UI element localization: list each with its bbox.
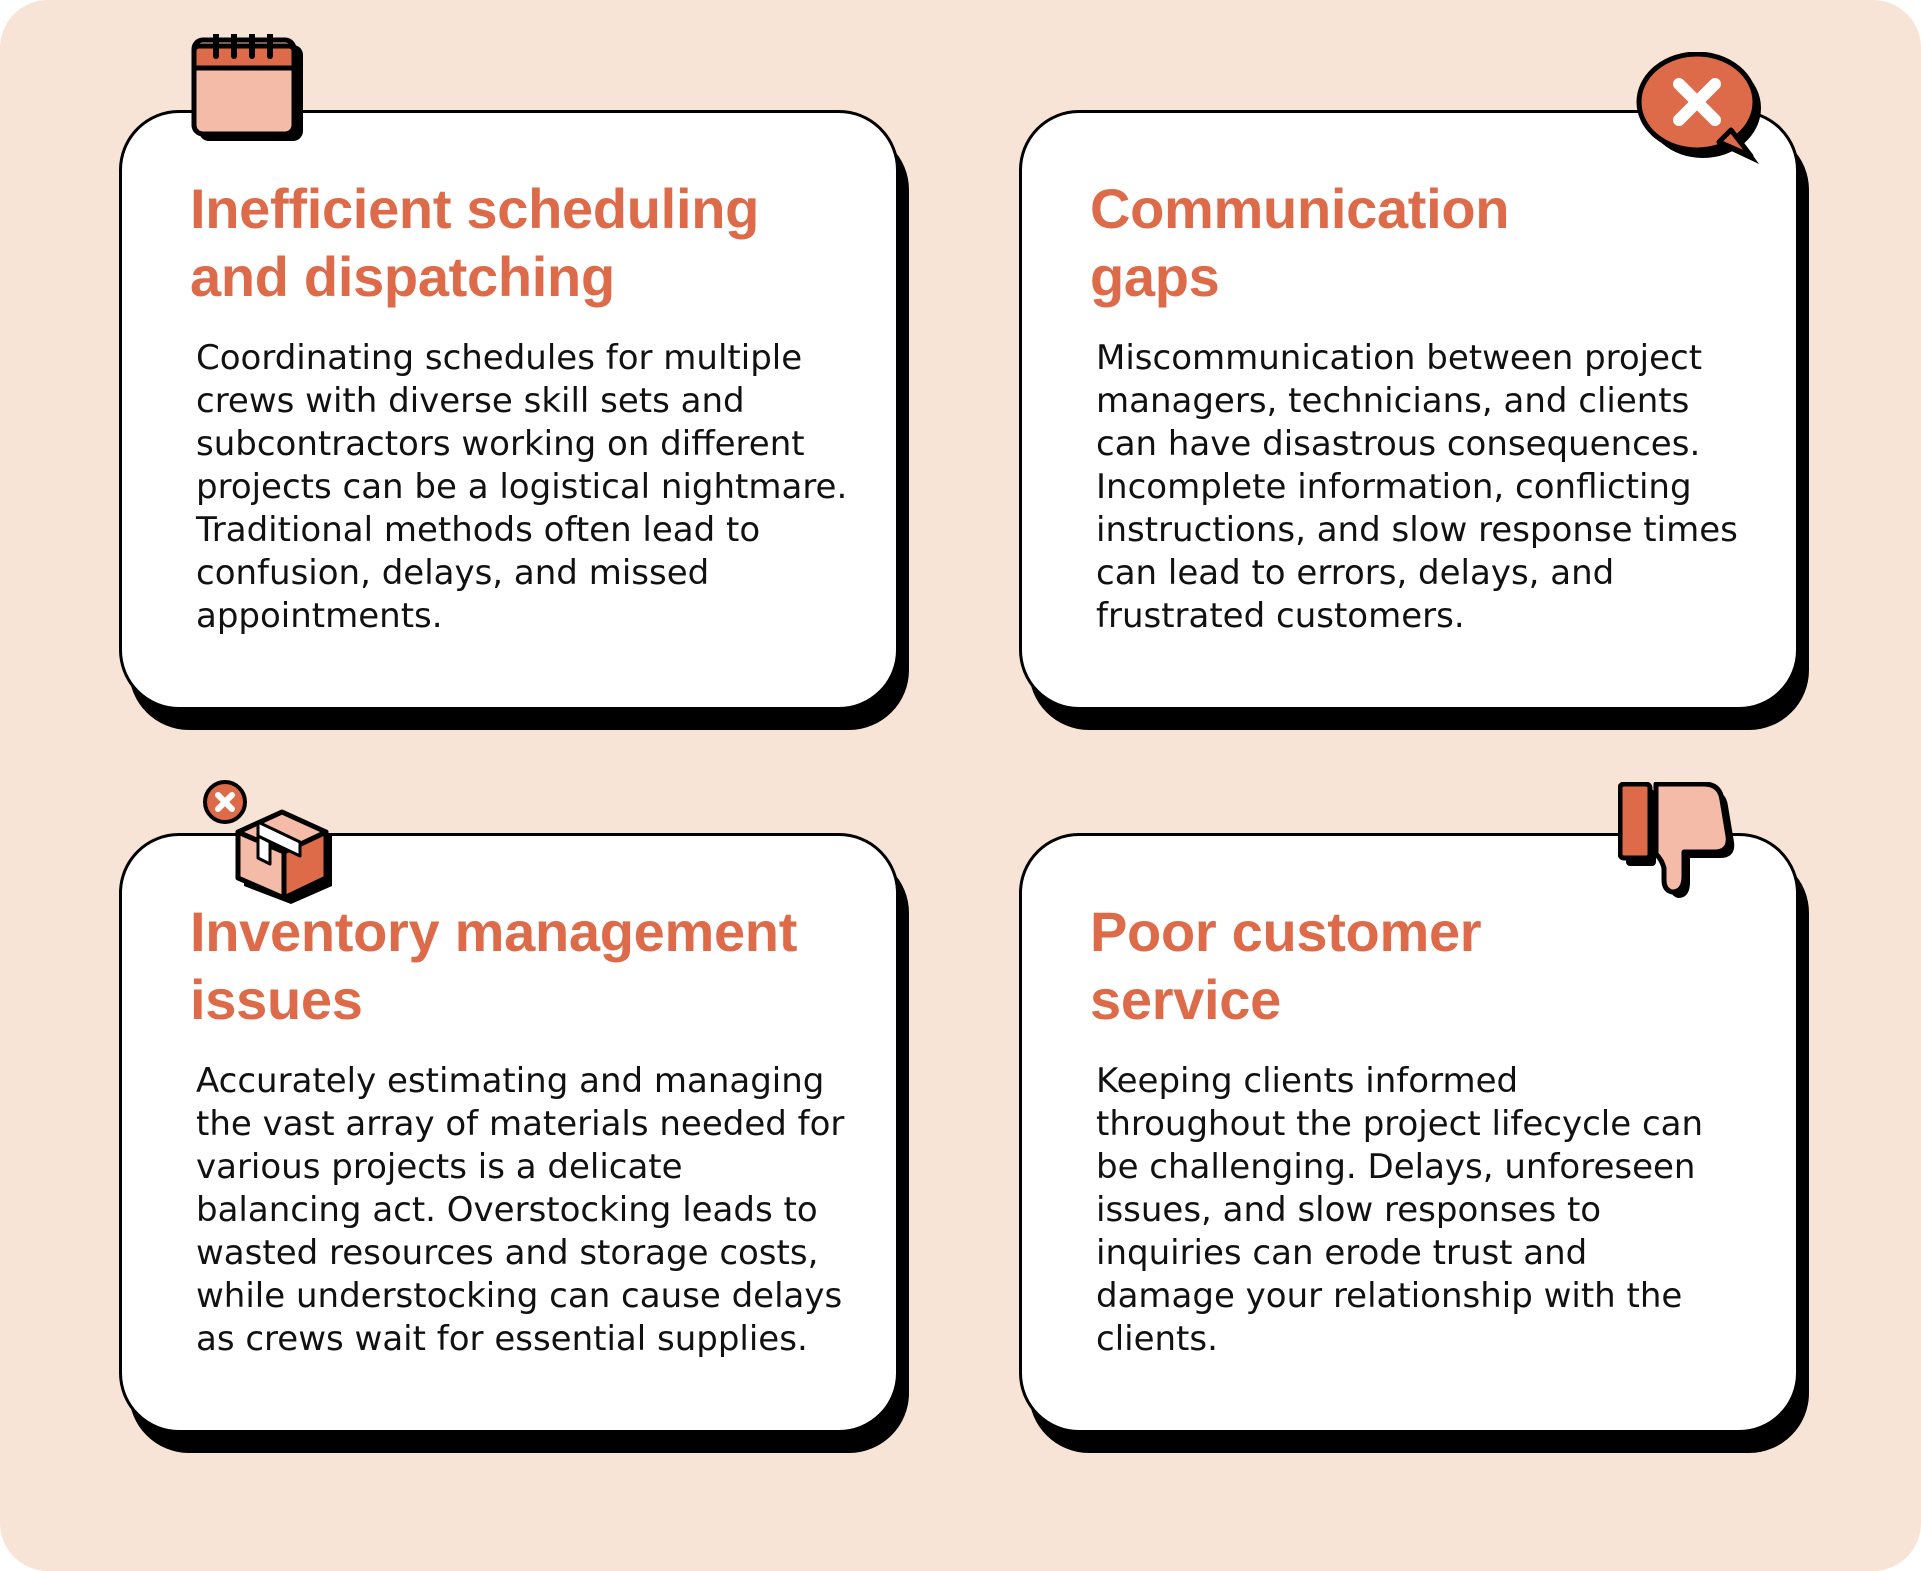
card-title-line: Poor customer <box>1090 900 1482 963</box>
card-body-line: Incomplete information, conflicting <box>1096 467 1692 507</box>
card-body-line: subcontractors working on different <box>196 424 805 464</box>
card-body-line: inquiries can erode trust and <box>1096 1233 1588 1273</box>
card-body-line: damage your relationship with the <box>1096 1276 1683 1316</box>
card-body-line: Keeping clients informed <box>1096 1061 1519 1101</box>
card-body-line: Accurately estimating and managing <box>196 1061 825 1101</box>
card-body-line: managers, technicians, and clients <box>1096 381 1690 421</box>
chat-bubble-x-icon <box>1636 52 1761 164</box>
card-body-line: Coordinating schedules for multiple <box>196 338 803 378</box>
card-panel: Inefficient scheduling and dispatching C… <box>119 110 899 710</box>
card-panel: Inventory management issues Accurately e… <box>119 833 899 1433</box>
card-title: Communication gaps <box>1090 175 1770 311</box>
card-title-line: Communication <box>1090 177 1510 240</box>
card-body-line: balancing act. Overstocking leads to <box>196 1190 818 1230</box>
card-body-line: the vast array of materials needed for <box>196 1104 845 1144</box>
card-body-line: Traditional methods often lead to <box>196 510 761 550</box>
card-body-line: crews with diverse skill sets and <box>196 381 745 421</box>
card-body-line: throughout the project lifecycle can <box>1096 1104 1704 1144</box>
calendar-icon <box>191 34 303 141</box>
card-title: Poor customer service <box>1090 898 1770 1034</box>
card-body: Miscommunication between project manager… <box>1096 337 1776 638</box>
card-body-line: while understocking can cause delays <box>196 1276 843 1316</box>
box-x-icon <box>203 780 332 904</box>
card-body: Accurately estimating and managing the v… <box>196 1060 876 1361</box>
card-body-line: issues, and slow responses to <box>1096 1190 1602 1230</box>
card-title: Inefficient scheduling and dispatching <box>190 175 870 311</box>
card-body-line: can have disastrous consequences. <box>1096 424 1701 464</box>
card-inventory: Inventory management issues Accurately e… <box>119 833 909 1453</box>
card-body-line: frustrated customers. <box>1096 596 1465 636</box>
card-body-line: wasted resources and storage costs, <box>196 1233 819 1273</box>
card-body: Keeping clients informed throughout the … <box>1096 1060 1776 1361</box>
card-body: Coordinating schedules for multiple crew… <box>196 337 876 638</box>
card-title-line: and dispatching <box>190 245 615 308</box>
card-title-line: Inventory management <box>190 900 798 963</box>
card-body-line: appointments. <box>196 596 443 636</box>
card-body-line: various projects is a delicate <box>196 1147 683 1187</box>
card-title-line: Inefficient scheduling <box>190 177 760 240</box>
card-title-line: service <box>1090 968 1281 1031</box>
card-customer-service: Poor customer service Keeping clients in… <box>1019 833 1809 1453</box>
card-communication: Communication gaps Miscommunication betw… <box>1019 110 1809 730</box>
card-title-line: gaps <box>1090 245 1220 308</box>
card-body-line: as crews wait for essential supplies. <box>196 1319 808 1359</box>
card-body-line: projects can be a logistical nightmare. <box>196 467 848 507</box>
thumbs-down-icon <box>1618 782 1735 898</box>
card-body-line: clients. <box>1096 1319 1218 1359</box>
card-title-line: issues <box>190 968 363 1031</box>
card-scheduling: Inefficient scheduling and dispatching C… <box>119 110 909 730</box>
card-body-line: confusion, delays, and missed <box>196 553 710 593</box>
card-title: Inventory management issues <box>190 898 870 1034</box>
card-body-line: instructions, and slow response times <box>1096 510 1738 550</box>
card-panel: Poor customer service Keeping clients in… <box>1019 833 1799 1433</box>
card-body-line: be challenging. Delays, unforeseen <box>1096 1147 1696 1187</box>
card-body-line: can lead to errors, delays, and <box>1096 553 1615 593</box>
card-panel: Communication gaps Miscommunication betw… <box>1019 110 1799 710</box>
card-body-line: Miscommunication between project <box>1096 338 1703 378</box>
